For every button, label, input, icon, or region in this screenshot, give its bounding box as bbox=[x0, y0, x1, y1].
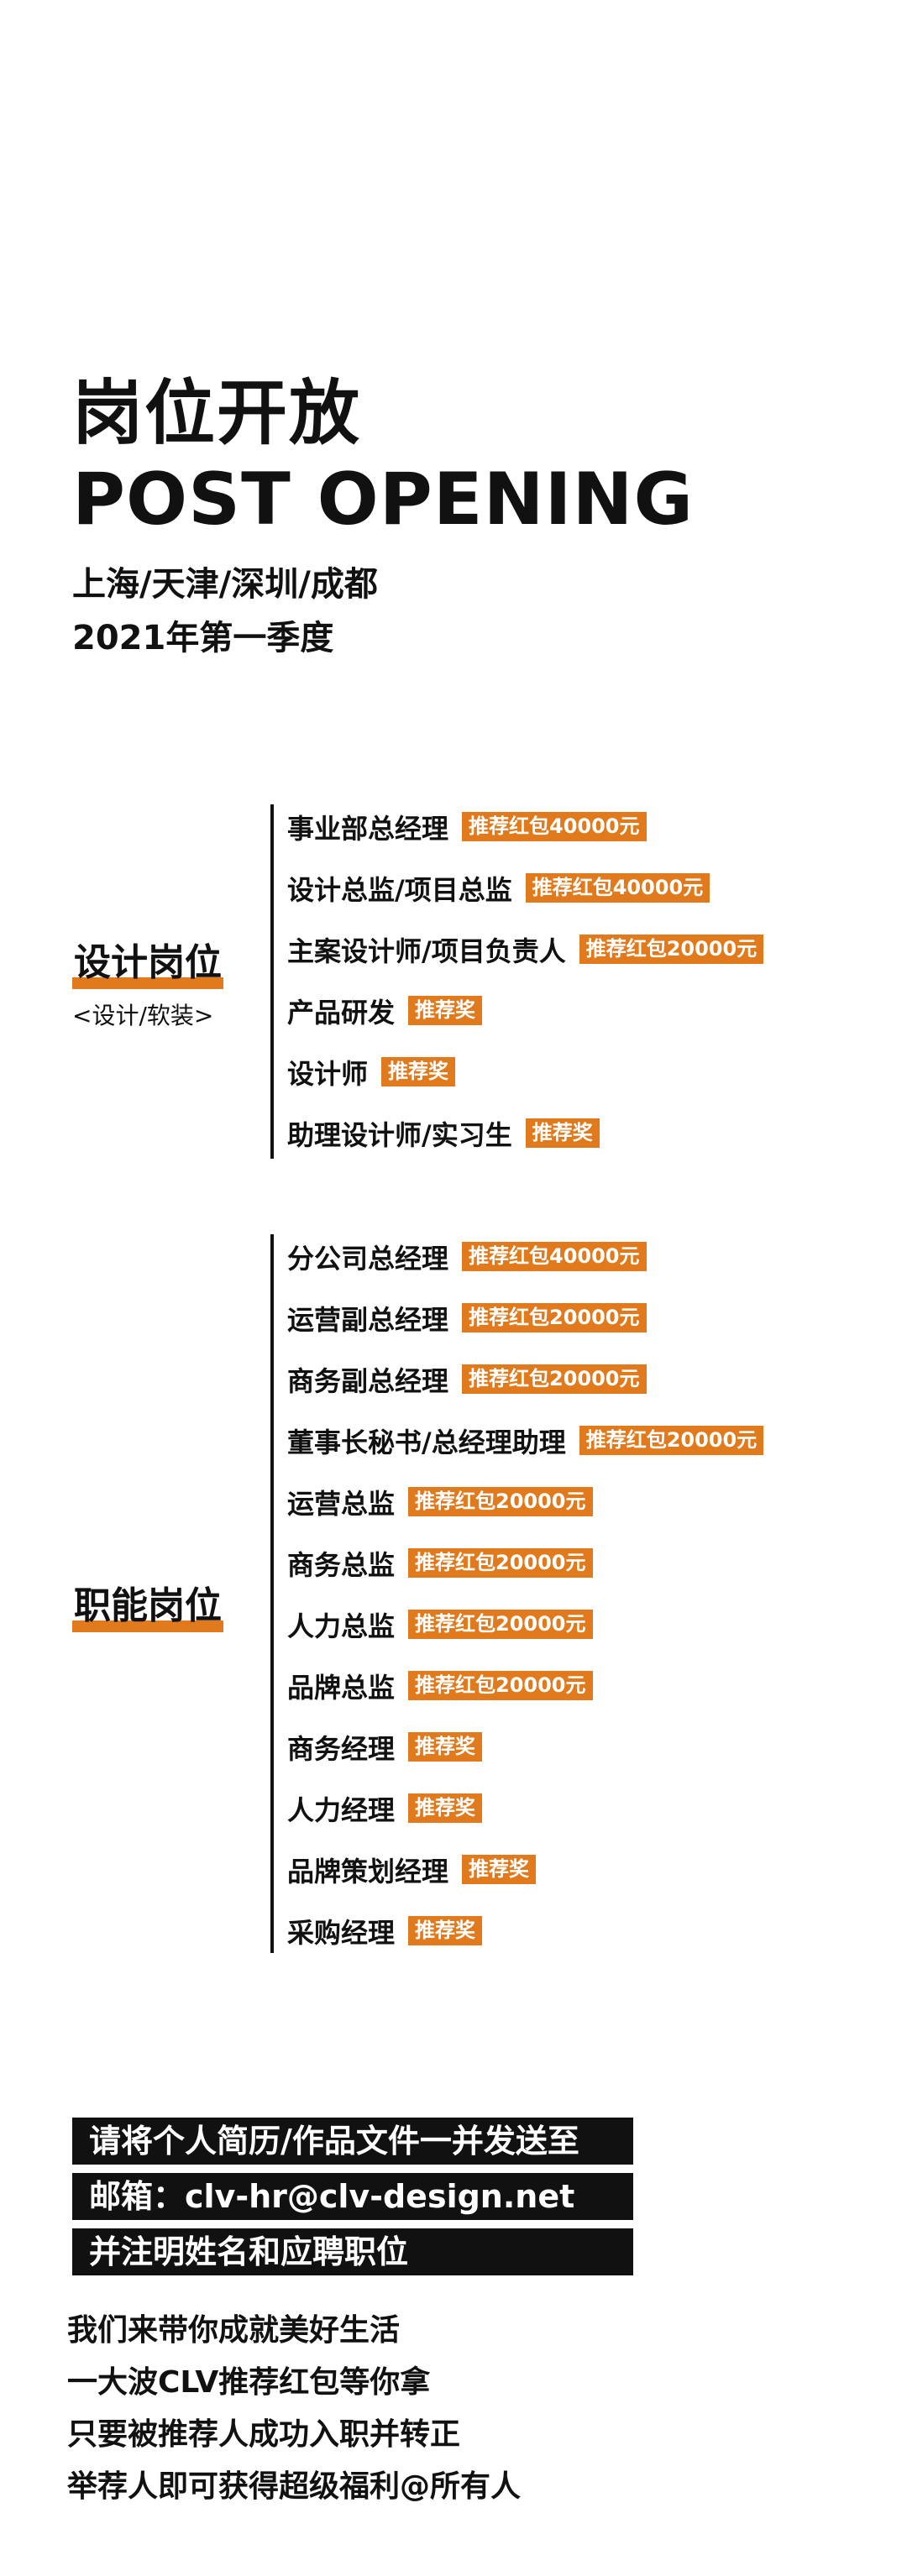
referral-reward-badge: 推荐奖 bbox=[381, 1057, 456, 1086]
job-title: 事业部总经理 bbox=[287, 812, 449, 845]
job-title: 商务经理 bbox=[287, 1732, 396, 1765]
job-title: 设计师 bbox=[287, 1057, 369, 1090]
job-item: 采购经理推荐奖 bbox=[287, 1900, 763, 1961]
design-category: 设计岗位 <设计/软装> bbox=[72, 932, 223, 1031]
job-item: 人力总监推荐红包20000元 bbox=[287, 1594, 763, 1655]
job-title: 董事长秘书/总经理助理 bbox=[287, 1426, 566, 1458]
function-divider bbox=[270, 1234, 274, 1953]
referral-reward-badge: 推荐红包20000元 bbox=[408, 1487, 593, 1516]
slogan: 我们来带你成就美好生活 一大波CLV推荐红包等你拿 只要被推荐人成功入职并转正 … bbox=[67, 2305, 521, 2513]
referral-reward-badge: 推荐红包20000元 bbox=[579, 935, 764, 964]
referral-reward-badge: 推荐奖 bbox=[408, 996, 483, 1025]
design-divider bbox=[270, 804, 274, 1159]
referral-reward-badge: 推荐红包40000元 bbox=[462, 812, 647, 841]
job-item: 董事长秘书/总经理助理推荐红包20000元 bbox=[287, 1410, 764, 1471]
job-item: 产品研发推荐奖 bbox=[287, 980, 763, 1041]
job-title: 采购经理 bbox=[287, 1916, 396, 1949]
title-english: POST OPENING bbox=[72, 458, 695, 542]
referral-reward-badge: 推荐红包20000元 bbox=[408, 1548, 593, 1578]
function-category: 职能岗位 bbox=[72, 1575, 223, 1632]
referral-reward-badge: 推荐奖 bbox=[462, 1855, 537, 1884]
referral-reward-badge: 推荐红包20000元 bbox=[462, 1364, 647, 1394]
design-job-list: 事业部总经理推荐红包40000元设计总监/项目总监推荐红包40000元主案设计师… bbox=[287, 796, 764, 1164]
job-title: 运营副总经理 bbox=[287, 1303, 449, 1336]
job-title: 主案设计师/项目负责人 bbox=[287, 935, 566, 967]
job-item: 设计总监/项目总监推荐红包40000元 bbox=[287, 857, 763, 919]
slogan-line: 只要被推荐人成功入职并转正 bbox=[67, 2417, 461, 2452]
job-item: 品牌总监推荐红包20000元 bbox=[287, 1655, 763, 1716]
referral-reward-badge: 推荐奖 bbox=[408, 1793, 483, 1823]
job-item: 主案设计师/项目负责人推荐红包20000元 bbox=[287, 919, 764, 980]
design-category-note: <设计/软装> bbox=[72, 1002, 214, 1029]
season: 2021年第一季度 bbox=[72, 619, 334, 657]
referral-reward-badge: 推荐奖 bbox=[408, 1732, 483, 1762]
job-item: 人力经理推荐奖 bbox=[287, 1778, 763, 1839]
job-item: 设计师推荐奖 bbox=[287, 1041, 763, 1102]
job-title: 人力经理 bbox=[287, 1793, 396, 1826]
job-title: 分公司总经理 bbox=[287, 1242, 449, 1275]
contact-line-3: 并注明姓名和应聘职位 bbox=[72, 2228, 633, 2275]
job-item: 事业部总经理推荐红包40000元 bbox=[287, 796, 763, 857]
referral-reward-badge: 推荐奖 bbox=[408, 1916, 483, 1945]
design-category-label: 设计岗位 bbox=[72, 932, 223, 989]
job-item: 助理设计师/实习生推荐奖 bbox=[287, 1102, 763, 1164]
job-item: 运营副总经理推荐红包20000元 bbox=[287, 1287, 763, 1348]
job-title: 品牌总监 bbox=[287, 1671, 396, 1704]
job-title: 运营总监 bbox=[287, 1487, 396, 1520]
referral-reward-badge: 推荐红包20000元 bbox=[408, 1610, 593, 1639]
slogan-line: 举荐人即可获得超级福利@所有人 bbox=[67, 2469, 522, 2504]
contact-line-1: 请将个人简历/作品文件一并发送至 bbox=[72, 2118, 633, 2165]
job-item: 分公司总经理推荐红包40000元 bbox=[287, 1226, 763, 1287]
job-item: 运营总监推荐红包20000元 bbox=[287, 1471, 763, 1532]
job-title: 人力总监 bbox=[287, 1610, 396, 1642]
referral-reward-badge: 推荐红包20000元 bbox=[462, 1303, 647, 1333]
slogan-line: 我们来带你成就美好生活 bbox=[67, 2313, 401, 2348]
contact-email: 邮箱：clv-hr@clv-design.net bbox=[72, 2173, 633, 2220]
job-item: 品牌策划经理推荐奖 bbox=[287, 1839, 763, 1900]
title-chinese: 岗位开放 bbox=[72, 372, 362, 454]
referral-reward-badge: 推荐奖 bbox=[525, 1118, 600, 1148]
referral-reward-badge: 推荐红包20000元 bbox=[579, 1426, 764, 1455]
job-title: 产品研发 bbox=[287, 996, 396, 1029]
job-title: 助理设计师/实习生 bbox=[287, 1118, 512, 1151]
job-item: 商务总监推荐红包20000元 bbox=[287, 1532, 763, 1594]
job-title: 商务副总经理 bbox=[287, 1364, 449, 1397]
job-title: 品牌策划经理 bbox=[287, 1855, 449, 1887]
function-category-label: 职能岗位 bbox=[72, 1575, 223, 1632]
referral-reward-badge: 推荐红包40000元 bbox=[525, 873, 710, 903]
job-title: 商务总监 bbox=[287, 1548, 396, 1581]
referral-reward-badge: 推荐红包40000元 bbox=[462, 1242, 647, 1271]
contact-block: 请将个人简历/作品文件一并发送至 邮箱：clv-hr@clv-design.ne… bbox=[72, 2118, 633, 2284]
slogan-line: 一大波CLV推荐红包等你拿 bbox=[67, 2365, 431, 2400]
job-item: 商务经理推荐奖 bbox=[287, 1716, 763, 1778]
cities: 上海/天津/深圳/成都 bbox=[72, 565, 378, 604]
function-job-list: 分公司总经理推荐红包40000元运营副总经理推荐红包20000元商务副总经理推荐… bbox=[287, 1226, 764, 1961]
job-title: 设计总监/项目总监 bbox=[287, 873, 512, 906]
job-item: 商务副总经理推荐红包20000元 bbox=[287, 1348, 763, 1410]
referral-reward-badge: 推荐红包20000元 bbox=[408, 1671, 593, 1700]
